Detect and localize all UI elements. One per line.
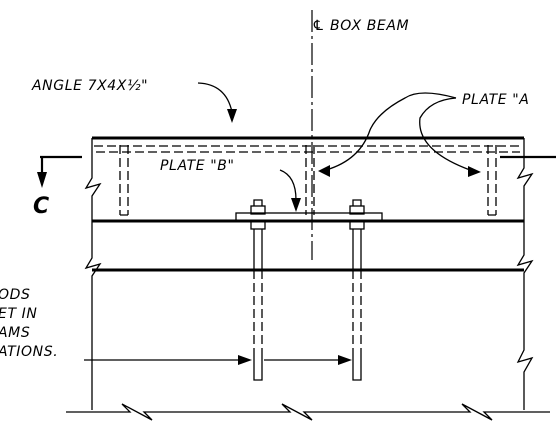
rod-right-end (352, 350, 362, 381)
nut-right-bottom (349, 220, 365, 230)
bottom-break-line (66, 403, 550, 421)
centerline-label: BOX BEAM (330, 18, 409, 34)
plate-a-leader-right-arrow-icon (468, 166, 481, 177)
centerline-symbol: ℄ (312, 18, 325, 34)
plate-a-right-hidden (487, 145, 497, 216)
nut-right-top (349, 205, 365, 215)
rod-tip-left (253, 199, 263, 206)
plate-a-left-hidden (119, 145, 129, 216)
rod-left-end (253, 350, 263, 381)
plate-a-label: PLATE "A (462, 92, 529, 108)
note-line-2: ET IN (0, 306, 37, 322)
note-leader-left-arrow-icon (238, 355, 252, 365)
plate-b-leader (279, 169, 297, 201)
rod-tip-right (352, 199, 362, 206)
nut-left-bottom (250, 220, 266, 230)
note-leader-right-arrow-icon (338, 355, 352, 365)
angle-leader-arrow-icon (227, 109, 237, 123)
section-cut-arrow-icon (37, 172, 47, 188)
plate-b-leader-arrow-icon (291, 198, 301, 212)
angle-leader (197, 82, 233, 113)
note-line-3: AMS (0, 325, 30, 341)
plate-a-leader-left (325, 92, 457, 171)
section-cut-label: C (33, 194, 50, 219)
nut-left-top (250, 205, 266, 215)
plate-a-leader-right (419, 97, 471, 171)
beam-left-break-line (84, 138, 102, 410)
note-line-4: ATIONS. (0, 344, 58, 360)
plate-a-leader-left-arrow-icon (318, 165, 330, 177)
plate-a-center-hidden (305, 145, 315, 215)
angle-label: ANGLE 7X4X½" (31, 78, 148, 94)
plate-b-label: PLATE "B" (160, 158, 235, 174)
note-line-1: ODS (0, 287, 31, 303)
beam-right-break-line (516, 138, 534, 410)
